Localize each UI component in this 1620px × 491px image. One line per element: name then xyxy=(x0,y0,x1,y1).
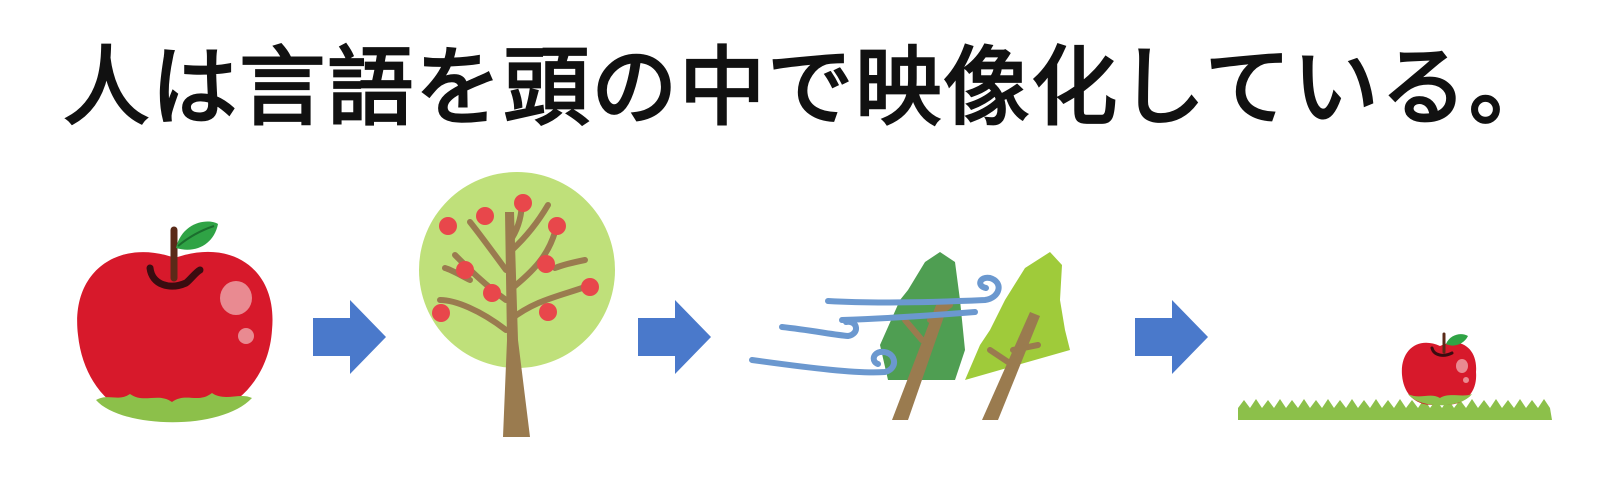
right-arrow-icon xyxy=(313,300,386,374)
right-arrow-icon xyxy=(638,300,711,374)
apple-tree-icon xyxy=(419,172,615,437)
page-title: 人は言語を頭の中で映像化している。 xyxy=(63,38,1557,138)
red-apple-icon xyxy=(77,221,273,423)
fallen-apple-on-grass-icon xyxy=(1238,332,1552,420)
right-arrow-icon xyxy=(1135,300,1208,374)
wind-blowing-trees-icon xyxy=(749,252,1070,420)
